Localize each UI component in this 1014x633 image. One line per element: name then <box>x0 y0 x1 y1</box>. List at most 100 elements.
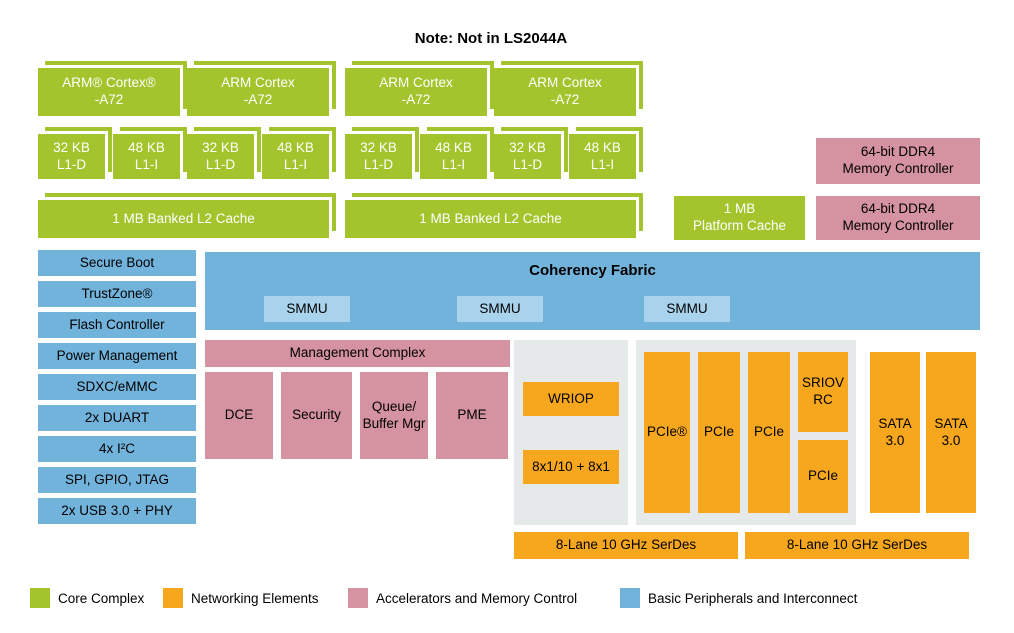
platform-cache-block: 1 MB Platform Cache <box>674 196 805 240</box>
peripheral-usb3: 2x USB 3.0 + PHY <box>38 498 196 524</box>
management-complex-title: Management Complex <box>289 345 426 361</box>
l1-cache-block: 48 KB L1-I <box>113 134 180 179</box>
wriop-group-container <box>514 340 628 525</box>
peripheral-trustzone: TrustZone® <box>38 281 196 307</box>
peripheral-power-management: Power Management <box>38 343 196 369</box>
pcie-block: PCIe <box>798 440 848 513</box>
pcie-label: PCIe <box>703 424 734 440</box>
l1-cache-block: 48 KB L1-I <box>569 134 636 179</box>
l1-type: L1-D <box>512 156 543 172</box>
sata-block: SATA 3.0 <box>926 352 976 513</box>
l1-size: 32 KB <box>360 139 397 155</box>
peripheral-sdxc-emmc: SDXC/eMMC <box>38 374 196 400</box>
l1-size: 32 KB <box>509 139 546 155</box>
accelerator-security: Security <box>281 372 352 459</box>
ethernet-ports-label: 8x1/10 + 8x1 <box>532 458 610 474</box>
cpu-core-block: ARM Cortex -A72 <box>187 68 329 116</box>
pcie-block: PCIe <box>748 352 790 513</box>
peripheral-label: Secure Boot <box>79 254 155 270</box>
ddr4-line2: Memory Controller <box>842 161 954 176</box>
peripheral-label: TrustZone® <box>81 285 153 301</box>
pcie-block: PCIe <box>698 352 740 513</box>
peripheral-label: 2x DUART <box>84 409 150 425</box>
smmu-block: SMMU <box>457 296 543 322</box>
l1-cache-block: 48 KB L1-I <box>262 134 329 179</box>
peripheral-label: Power Management <box>56 347 178 363</box>
peripheral-spi-gpio-jtag: SPI, GPIO, JTAG <box>38 467 196 493</box>
l1-size: 32 KB <box>53 139 90 155</box>
legend-label: Basic Peripherals and Interconnect <box>648 590 858 606</box>
accelerator-label: Queue/ Buffer Mgr <box>362 398 426 431</box>
l1-type: L1-D <box>205 156 236 172</box>
coherency-fabric-title: Coherency Fabric <box>529 262 656 279</box>
l2-label: 1 MB Banked L2 Cache <box>112 210 255 226</box>
ethernet-ports-block: 8x1/10 + 8x1 <box>523 450 619 484</box>
wriop-block: WRIOP <box>523 382 619 416</box>
accelerator-label: Security <box>292 407 341 423</box>
sata-label: SATA 3.0 <box>878 415 912 448</box>
legend-swatch-green <box>30 588 50 608</box>
ddr4-line1: 64-bit DDR4 <box>860 201 936 217</box>
smmu-block: SMMU <box>264 296 350 322</box>
pcie-block: PCIe® <box>644 352 690 513</box>
accelerator-dce: DCE <box>205 372 273 459</box>
ddr4-line1: 64-bit DDR4 <box>860 144 936 160</box>
l2-cache-block: 1 MB Banked L2 Cache <box>345 200 636 238</box>
platform-cache-size: 1 MB <box>723 201 756 217</box>
legend-swatch-pink <box>348 588 368 608</box>
peripheral-secure-boot: Secure Boot <box>38 250 196 276</box>
l1-cache-block: 32 KB L1-D <box>494 134 561 179</box>
l2-cache-block: 1 MB Banked L2 Cache <box>38 200 329 238</box>
l1-size: 48 KB <box>435 139 472 155</box>
peripheral-label: SDXC/eMMC <box>76 378 158 394</box>
l1-size: 48 KB <box>277 139 314 155</box>
l1-size: 32 KB <box>202 139 239 155</box>
platform-cache-label: Platform Cache <box>692 218 787 233</box>
core-name: ARM® Cortex® <box>62 75 156 91</box>
peripheral-i2c: 4x I²C <box>38 436 196 462</box>
cpu-core-block: ARM® Cortex® -A72 <box>38 68 180 116</box>
core-name: ARM Cortex <box>379 75 453 91</box>
l1-cache-block: 32 KB L1-D <box>38 134 105 179</box>
sata-label: SATA 3.0 <box>934 415 968 448</box>
cpu-core-block: ARM Cortex -A72 <box>345 68 487 116</box>
core-name: ARM Cortex <box>221 75 295 91</box>
peripheral-label: Flash Controller <box>69 316 165 332</box>
pcie-label: PCIe <box>753 424 784 440</box>
smmu-block: SMMU <box>644 296 730 322</box>
core-model: -A72 <box>401 92 431 107</box>
peripheral-duart: 2x DUART <box>38 405 196 431</box>
l1-size: 48 KB <box>128 139 165 155</box>
l1-type: L1-I <box>441 156 466 172</box>
serdes-block: 8-Lane 10 GHz SerDes <box>745 532 969 559</box>
serdes-label: 8-Lane 10 GHz SerDes <box>555 537 697 553</box>
core-model: -A72 <box>243 92 273 107</box>
l2-label: 1 MB Banked L2 Cache <box>419 210 562 226</box>
legend-networking: Networking Elements <box>163 588 319 608</box>
l1-type: L1-D <box>363 156 394 172</box>
peripheral-label: SPI, GPIO, JTAG <box>64 471 170 487</box>
pcie-label: PCIe® <box>647 424 687 440</box>
ddr4-controller-block: 64-bit DDR4 Memory Controller <box>816 138 980 184</box>
l1-type: L1-D <box>56 156 87 172</box>
smmu-label: SMMU <box>286 300 328 316</box>
legend-peripherals: Basic Peripherals and Interconnect <box>620 588 857 608</box>
peripheral-label: 2x USB 3.0 + PHY <box>61 502 173 518</box>
l1-cache-block: 32 KB L1-D <box>187 134 254 179</box>
serdes-block: 8-Lane 10 GHz SerDes <box>514 532 738 559</box>
wriop-label: WRIOP <box>548 390 594 406</box>
legend-accelerators: Accelerators and Memory Control <box>348 588 577 608</box>
sata-block: SATA 3.0 <box>870 352 920 513</box>
note-text: Note: Not in LS2044A <box>414 30 568 47</box>
l1-size: 48 KB <box>584 139 621 155</box>
legend-label: Core Complex <box>58 590 145 606</box>
accelerator-label: PME <box>457 407 487 423</box>
legend-label: Networking Elements <box>191 590 319 606</box>
management-complex-header: Management Complex <box>205 340 510 367</box>
ddr4-line2: Memory Controller <box>842 218 954 233</box>
pcie-label: PCIe <box>807 468 838 484</box>
ddr4-controller-block: 64-bit DDR4 Memory Controller <box>816 196 980 240</box>
accelerator-label: DCE <box>224 407 254 423</box>
peripheral-label: 4x I²C <box>98 440 135 456</box>
